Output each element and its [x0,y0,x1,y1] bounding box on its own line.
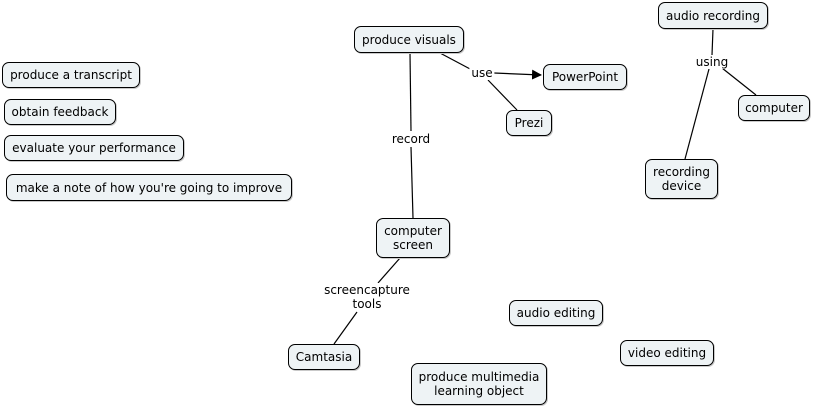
link-label-use: use [469,66,495,80]
line-using-to-computer [721,67,757,96]
node-camtasia[interactable]: Camtasia [288,344,360,370]
link-label-screencapture-tools: screencapture tools [322,283,412,311]
line-record-to-screen [410,146,414,219]
node-prezi[interactable]: Prezi [506,110,552,136]
node-produce-visuals[interactable]: produce visuals [354,26,464,53]
line-using-to-device [684,68,710,160]
line-screen-to-tools [377,257,401,284]
node-produce-transcript[interactable]: produce a transcript [2,62,140,88]
node-produce-multimedia[interactable]: produce multimedia learning object [411,363,547,405]
link-label-record: record [389,132,433,146]
node-make-note[interactable]: make a note of how you're going to impro… [6,174,292,201]
node-recording-device[interactable]: recording device [645,159,718,199]
node-audio-recording[interactable]: audio recording [658,2,768,29]
node-computer[interactable]: computer [738,95,810,121]
node-computer-screen[interactable]: computer screen [376,218,450,258]
node-obtain-feedback[interactable]: obtain feedback [4,99,116,125]
line-visuals-to-use [439,52,473,71]
node-evaluate-performance[interactable]: evaluate your performance [4,135,184,161]
line-audio-to-using [711,28,714,56]
node-audio-editing[interactable]: audio editing [509,300,603,326]
node-video-editing[interactable]: video editing [620,340,714,366]
line-use-to-powerpoint [493,69,542,80]
line-use-to-prezi [487,79,518,111]
link-label-using: using [693,55,731,69]
node-powerpoint[interactable]: PowerPoint [543,64,627,90]
line-visuals-to-record [409,52,412,132]
line-tools-to-camtasia [333,311,358,345]
